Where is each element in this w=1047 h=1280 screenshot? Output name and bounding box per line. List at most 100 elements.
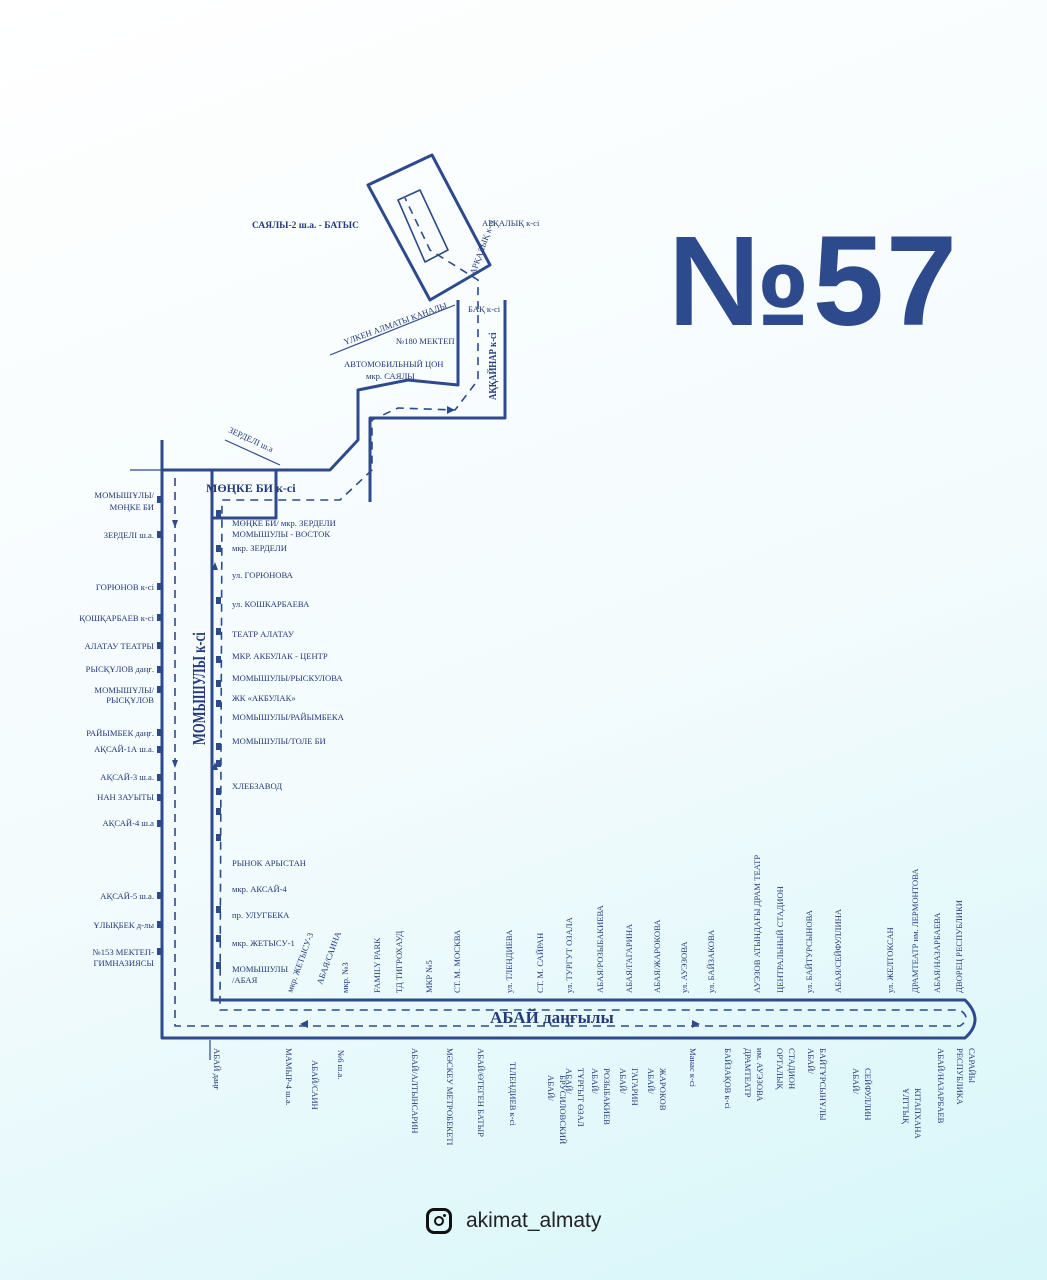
stop-label: БАЙЗАҚОВ к-сі	[723, 1048, 733, 1109]
stop-label: МОМЫШУЛЫ	[232, 964, 289, 974]
direction-arrow	[172, 760, 178, 768]
stop-tick	[157, 820, 162, 827]
stop-label: СТАДИОН	[787, 1048, 797, 1089]
street-akkainar: АҚҚАЙНАР к-сі	[486, 332, 499, 400]
stop-label: ТІЛЕНДИЕВ к-сі	[508, 1062, 518, 1126]
stop-label: АБАЙ/	[618, 1068, 628, 1094]
stop-label: им. АУЭЗОВА	[755, 1048, 765, 1102]
stop-label: АБАЯ/РОЗЫБАКИЕВА	[595, 904, 605, 993]
stop-label: АБАЯ/ГАГАРИНА	[624, 923, 634, 993]
stop-tick	[157, 921, 162, 928]
stop-label: РОЗЫБАКИЕВ	[602, 1068, 612, 1125]
stop-label: ТД ТИГРОХАУД	[394, 931, 404, 993]
stop-tick	[216, 962, 221, 969]
stop-label: АБАЙ/	[806, 1048, 816, 1074]
instagram-handle[interactable]: akimat_almaty	[466, 1209, 602, 1232]
stop-tick	[216, 510, 221, 517]
stop-label: Манас к-сі	[688, 1048, 698, 1088]
street-monke-bi: МӨҢКЕ БИ к-сі	[206, 481, 296, 495]
stop-label: СЕЙФУЛЛИН	[863, 1068, 873, 1121]
stop-label: №6 ш.а.	[336, 1050, 346, 1079]
stop-avtomobilnyi-con: АВТОМОБИЛЬНЫЙ ЦОН	[344, 359, 443, 369]
route-dashed-main	[174, 197, 967, 1027]
stop-tick	[216, 743, 221, 750]
stop-tick	[216, 788, 221, 795]
stop-label: МОМЫШУЛЫ - ВОСТОК	[232, 529, 330, 539]
stop-label: АБАЙ/	[851, 1068, 861, 1094]
stop-label: ҰЛЫҚБЕК д-лы	[93, 920, 154, 930]
stop-tick	[216, 834, 221, 841]
stop-label: АУЭЗОВ АТЫНДАҒЫ ДРАМ ТЕАТР	[752, 855, 762, 993]
street-abai: АБАЙ даңғылы	[490, 1008, 614, 1027]
stop-label: ГАГАРИН	[630, 1068, 640, 1106]
stop-label: ГОРЮНОВ к-сі	[96, 582, 155, 592]
stop-tick	[216, 656, 221, 663]
stop-label: РЕСПУБЛИКА	[955, 1048, 965, 1106]
stop-label: ул. КОШКАРБАЕВА	[232, 599, 310, 609]
stop-label: АҚСАЙ-3 ш.а.	[100, 772, 154, 782]
stop-label: ДВОРЕЦ РЕСПУБЛИКИ	[954, 900, 964, 993]
stop-tick	[216, 760, 221, 767]
stop-label: МӘСКЕУ МЕТРОБЕКЕТІ	[445, 1048, 455, 1145]
stop-label: АБАЯ/СЕЙФУЛЛИНА	[833, 908, 843, 993]
stop-tick	[157, 666, 162, 673]
stop-tick	[157, 729, 162, 736]
stop-label: ДРАМТЕАТР	[743, 1048, 753, 1098]
direction-arrow	[447, 406, 455, 414]
stop-tick	[157, 774, 162, 781]
stop-label: ЖК «АКБУЛАК»	[232, 693, 296, 703]
stop-label: №153 МЕКТЕП-	[93, 947, 155, 957]
stop-arkalyk: АРҚАЛЫҚ к-сі	[482, 218, 540, 228]
stop-label: МОМЫШУЛЫ/ТОЛЕ БИ	[232, 736, 326, 746]
direction-arrow	[300, 1020, 308, 1028]
stop-label: АБАЙ/	[564, 1068, 574, 1094]
stop-tick	[216, 935, 221, 942]
stop-tick	[157, 583, 162, 590]
stop-label: ЖАРОКОВ	[658, 1068, 668, 1111]
stop-label: мкр. ЖЕТЫСУ-1	[232, 938, 295, 948]
stop-tick	[216, 906, 221, 913]
stop-label: РЫСҚҰЛОВ	[106, 695, 154, 705]
stop-label: ул. БАЙЗАКОВА	[706, 929, 716, 993]
street-momyshuly: МОМЫШУЛЫ к-сі	[190, 632, 210, 745]
stop-tick	[157, 686, 162, 693]
zerdeli-line	[224, 439, 281, 466]
stop-label: РЫНОК АРЫСТАН	[232, 858, 306, 868]
direction-arrow	[212, 762, 218, 770]
stop-label: мкр. ЗЕРДЕЛИ	[232, 543, 287, 553]
stop-tick	[157, 892, 162, 899]
stop-label: МКР. АКБУЛАК - ЦЕНТР	[232, 651, 328, 661]
stop-tick	[216, 808, 221, 815]
stop-label: ОРТАЛЫҚ	[775, 1048, 785, 1089]
sayaly-loop-outer	[366, 153, 492, 302]
stop-tick	[157, 794, 162, 801]
stop-label: ул. ТУРГУТ ОЗАЛА	[564, 916, 574, 993]
stop-label: АБАЙ/ӨТЕГЕН БАТЫР	[476, 1048, 486, 1137]
stop-180-mektep: №180 МЕКТЕП	[396, 336, 455, 346]
stop-label: АБАЙ/САИН	[310, 1060, 320, 1110]
stop-label: МОМЫШУЛЫ/РАЙЫМБЕКА	[232, 712, 345, 722]
stop-label: БАЙТҰРСЫНҰЛЫ	[818, 1048, 828, 1121]
stop-tick	[157, 642, 162, 649]
stop-mkr-sayaly: мкр. САЯЛЫ	[366, 371, 415, 381]
stop-label: ХЛЕБЗАВОД	[232, 781, 282, 791]
stop-sayaly-2: САЯЛЫ-2 ш.а. - БАТЫС	[252, 221, 359, 231]
direction-arrow	[692, 1020, 700, 1028]
stop-tick	[216, 700, 221, 707]
stop-label: АБАЙ/	[546, 1075, 556, 1101]
stop-label: ГИМНАЗИЯСЫ	[94, 958, 155, 968]
route-number-title: №57	[668, 210, 960, 353]
direction-arrow	[172, 520, 178, 528]
stop-label: МОМЫШҰЛЫ/	[94, 685, 154, 695]
stop-label: ТЕАТР АЛАТАУ	[232, 629, 295, 639]
canal-line	[329, 304, 456, 356]
stop-label: СТ. М. САЙРАН	[535, 933, 545, 993]
sayaly-loop-inner	[397, 189, 449, 263]
stop-label: РАЙЫМБЕК даңғ.	[86, 728, 154, 738]
stop-label: ул. ГОРЮНОВА	[232, 570, 294, 580]
stop-tick	[216, 680, 221, 687]
footer: akimat_almaty	[426, 1208, 601, 1234]
stop-label: ул. АУЭЗОВА	[679, 941, 689, 993]
